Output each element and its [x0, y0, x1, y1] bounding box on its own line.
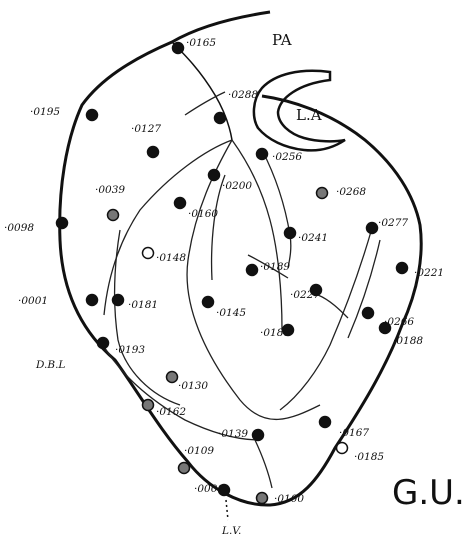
point-dot	[247, 265, 258, 276]
point-value: ·0001	[194, 483, 224, 495]
point-value: ·0160	[188, 208, 218, 220]
point-value: ·0185	[354, 451, 384, 463]
point-dot	[320, 417, 331, 428]
point-value: ·0181	[128, 299, 158, 311]
point-dot	[87, 295, 98, 306]
point-dot	[253, 430, 264, 441]
point-value: ·0130	[178, 380, 208, 392]
point-value: ·0188	[393, 335, 423, 347]
measurement-point: ·0148	[143, 248, 187, 265]
point-value: ·0167	[339, 427, 369, 439]
point-dot	[257, 493, 268, 504]
label-la: L.A	[296, 106, 322, 124]
point-dot	[143, 248, 154, 259]
point-dot	[317, 188, 328, 199]
point-dot	[363, 308, 374, 319]
point-dot	[108, 210, 119, 221]
label-dbl: D.B.L	[35, 359, 65, 371]
point-value: ·0227	[290, 289, 320, 301]
measurement-point: ·0001	[18, 295, 98, 308]
measurement-point: ·0195	[30, 106, 98, 121]
point-dot	[203, 297, 214, 308]
point-dot	[179, 463, 190, 474]
initials-gu: G.U.	[392, 473, 464, 513]
point-dot	[87, 110, 98, 121]
point-value: ·0098	[4, 222, 34, 234]
point-value: ·0189	[260, 261, 290, 273]
point-dot	[367, 223, 378, 234]
point-value: ·0221	[414, 267, 444, 279]
point-value: ·0165	[186, 37, 216, 49]
point-dot	[380, 323, 391, 334]
point-dot	[98, 338, 109, 349]
measurement-point: ·0100	[257, 493, 305, 506]
measurement-point: ·0039	[95, 184, 125, 221]
measurement-point: ·0186	[260, 325, 294, 340]
measurement-point: ·0001	[194, 483, 230, 496]
point-value: ·0100	[274, 493, 304, 505]
point-dot	[397, 263, 408, 274]
point-dot	[209, 170, 220, 181]
point-value: ·0001	[18, 295, 48, 307]
measurement-point: ·0167	[320, 417, 370, 440]
point-dot	[167, 372, 178, 383]
measurement-point: ·0200	[209, 170, 253, 193]
measurement-point: ·0160	[175, 198, 219, 221]
measurement-point: ·0098	[4, 218, 68, 235]
measurement-points: ·0165 ·0288 ·0195 ·0127 ·0256 ·0039 ·0200 ·0268…	[4, 37, 444, 505]
measurement-point: ·0130	[167, 372, 209, 393]
point-dot	[173, 43, 184, 54]
measurement-point: ·0189	[247, 261, 291, 276]
point-value: ·0139	[218, 428, 248, 440]
measurement-point: ·0162	[143, 400, 187, 419]
measurement-point: ·0127	[131, 123, 161, 158]
point-value: ·0145	[216, 307, 246, 319]
point-dot	[215, 113, 226, 124]
point-dot	[175, 198, 186, 209]
point-dot	[113, 295, 124, 306]
point-dot	[285, 228, 296, 239]
point-value: ·0268	[336, 186, 366, 198]
point-value: ·0256	[272, 151, 302, 163]
point-value: ·0109	[184, 445, 214, 457]
measurement-point: ·0227	[290, 285, 322, 302]
point-value: ·0162	[156, 406, 186, 418]
point-value: ·0195	[30, 106, 60, 118]
measurement-point: ·0256	[257, 149, 303, 164]
point-value: ·0241	[298, 232, 328, 244]
point-value: ·0193	[115, 344, 145, 356]
point-value: ·0148	[156, 252, 186, 264]
label-pa: PA	[272, 31, 292, 49]
measurement-point: ·0139	[218, 428, 264, 441]
measurement-point: ·0145	[203, 297, 247, 320]
measurement-point: ·0181	[113, 295, 159, 312]
measurement-point: ·0268	[317, 186, 367, 199]
point-dot	[57, 218, 68, 229]
point-dot	[143, 400, 154, 411]
point-dot	[257, 149, 268, 160]
point-dot	[148, 147, 159, 158]
point-value: ·0277	[378, 217, 408, 229]
label-lv: L.V.	[221, 525, 241, 537]
lv-pointer-line	[226, 500, 228, 520]
point-dot	[337, 443, 348, 454]
point-value: ·0186	[260, 327, 290, 339]
measurement-point: ·0277	[367, 217, 409, 234]
point-value: ·0039	[95, 184, 125, 196]
measurement-point: ·0185	[337, 443, 385, 464]
point-value: ·0127	[131, 123, 161, 135]
measurement-point: ·0193	[98, 338, 146, 357]
point-value: ·0288	[228, 89, 258, 101]
pulmonary-artery-line	[172, 42, 232, 140]
point-value: ·0200	[222, 180, 252, 192]
